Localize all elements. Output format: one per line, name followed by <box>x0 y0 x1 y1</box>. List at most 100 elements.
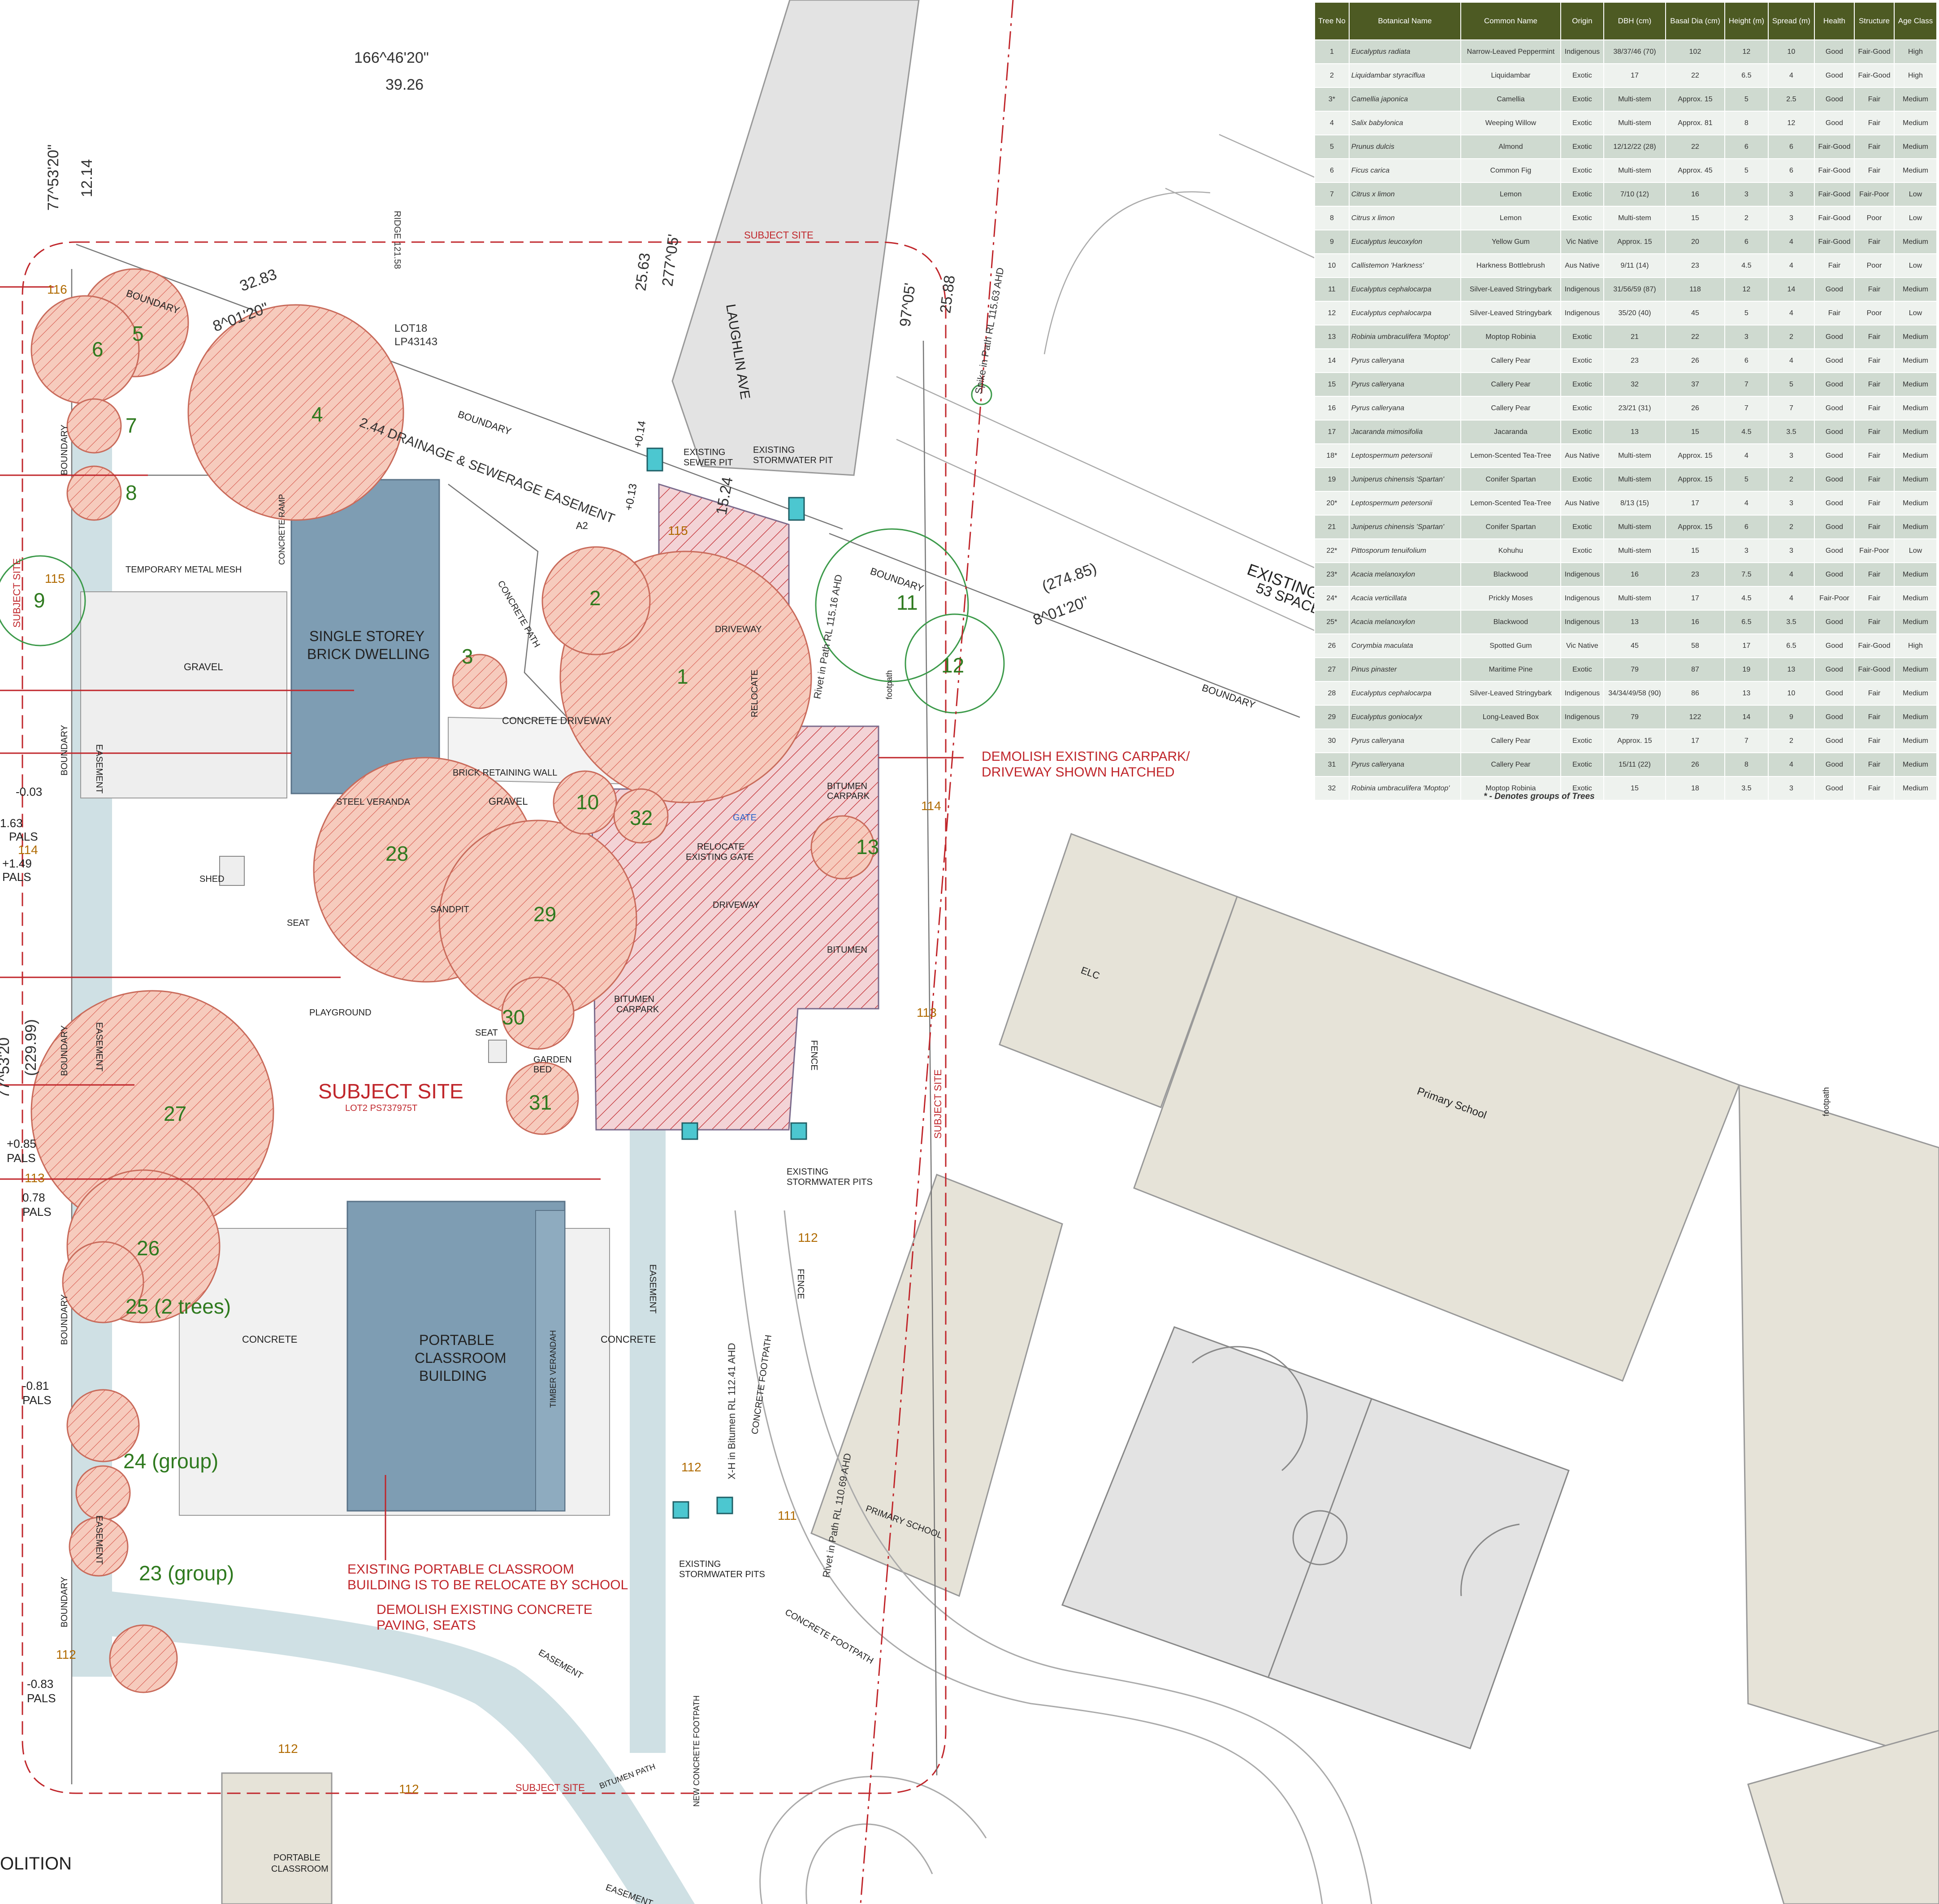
table-cell: Fair <box>1853 705 1895 729</box>
table-cell: Maritime Pine <box>1460 657 1562 682</box>
tree-table-header-cell: Structure <box>1853 2 1895 40</box>
tree-label-32: 32 <box>630 806 653 829</box>
table-cell: Medium <box>1893 158 1938 183</box>
table-cell: 6 <box>1724 348 1769 373</box>
table-cell: 3 <box>1767 206 1815 230</box>
table-cell: 3* <box>1314 87 1350 112</box>
table-cell: Low <box>1893 206 1938 230</box>
table-cell: 45 <box>1603 633 1666 658</box>
table-cell: 15 <box>1665 206 1725 230</box>
table-cell: 16 <box>1314 396 1350 421</box>
table-cell: Fair <box>1853 372 1895 397</box>
xh-label: X-H in Bitumen RL 112.41 AHD <box>726 1343 737 1479</box>
contour-112-bottom: 112 <box>278 1742 298 1756</box>
table-cell: 4 <box>1724 491 1769 516</box>
table-cell: Pyrus calleryana <box>1348 752 1461 777</box>
demolition-title-partial: OLITION <box>0 1854 72 1874</box>
table-cell: Callistemon 'Harkness' <box>1348 253 1461 278</box>
pals-013: +0.13 <box>623 483 639 512</box>
tree-label-29: 29 <box>533 902 556 926</box>
table-cell: 4 <box>1767 348 1815 373</box>
table-cell: Fair <box>1853 443 1895 468</box>
tree-label-8: 8 <box>126 481 137 504</box>
table-cell: 3 <box>1767 538 1815 563</box>
demolish-concrete-line2: PAVING, SEATS <box>377 1618 476 1633</box>
table-cell: 31/56/59 (87) <box>1603 277 1666 302</box>
tree-label-13: 13 <box>856 835 879 859</box>
survey-bearing-left2: 77^53'20 <box>0 1037 13 1098</box>
temporary-mesh-label: TEMPORARY METAL MESH <box>126 565 242 575</box>
table-cell: Almond <box>1460 134 1562 159</box>
table-cell: Approx. 15 <box>1665 515 1725 539</box>
table-cell: Salix babylonica <box>1348 111 1461 135</box>
table-cell: 2 <box>1314 63 1350 88</box>
table-cell: 6 <box>1724 134 1769 159</box>
table-cell: Good <box>1813 372 1855 397</box>
table-cell: 15 <box>1603 776 1666 801</box>
table-cell: 6.5 <box>1724 610 1769 634</box>
tree-table-header-cell: Health <box>1813 2 1855 40</box>
table-cell: Medium <box>1893 729 1938 753</box>
table-cell: Eucalyptus cephalocarpa <box>1348 681 1461 706</box>
table-cell: Good <box>1813 348 1855 373</box>
storm-pits-mid-line1: EXISTING <box>787 1167 828 1177</box>
table-cell: Fair <box>1853 729 1895 753</box>
table-cell: Multi-stem <box>1603 538 1666 563</box>
table-cell: 20 <box>1665 230 1725 254</box>
table-cell: Low <box>1893 253 1938 278</box>
table-cell: 86 <box>1665 681 1725 706</box>
demolish-note-line1: DEMOLISH EXISTING CARPARK/ <box>982 749 1190 764</box>
table-cell: Juniperus chinensis 'Spartan' <box>1348 467 1461 492</box>
red-leader-lines <box>0 286 964 1560</box>
concrete-footpath-label: CONCRETE FOOTPATH <box>750 1334 774 1435</box>
table-cell: 3 <box>1767 776 1815 801</box>
table-cell: Eucalyptus cephalocarpa <box>1348 277 1461 302</box>
table-cell: Indigenous <box>1560 39 1604 64</box>
tree-label-23: 23 (group) <box>139 1561 234 1585</box>
table-cell: Exotic <box>1560 111 1604 135</box>
table-cell: Medium <box>1893 776 1938 801</box>
table-cell: 3 <box>1724 325 1769 349</box>
single-storey-dwelling <box>290 479 440 794</box>
table-cell: Exotic <box>1560 420 1604 444</box>
boundary-left-5: BOUNDARY <box>60 1577 69 1627</box>
pals-149: +1.49 <box>2 857 32 870</box>
table-cell: Citrus x limon <box>1348 182 1461 207</box>
table-cell: 3 <box>1724 538 1769 563</box>
table-cell: Acacia melanoxylon <box>1348 562 1461 587</box>
table-cell: Robinia umbraculifera 'Moptop' <box>1348 325 1461 349</box>
subject-site-main: SUBJECT SITE <box>318 1080 463 1103</box>
table-cell: 6 <box>1767 134 1815 159</box>
tree-table-header-cell: Origin <box>1560 2 1604 40</box>
easement-left-1: EASEMENT <box>94 744 104 794</box>
table-cell: Fair-Good <box>1813 182 1855 207</box>
table-cell: Multi-stem <box>1603 443 1666 468</box>
subject-site-boundary <box>22 241 947 1794</box>
gravel-mid: GRAVEL <box>489 796 528 807</box>
table-cell: Fair-Poor <box>1853 182 1895 207</box>
tree-canopy-10 <box>553 770 617 835</box>
table-cell: Fair <box>1853 610 1895 634</box>
tree-label-2: 2 <box>589 586 601 610</box>
table-cell: Fair <box>1853 134 1895 159</box>
table-cell: Ficus carica <box>1348 158 1461 183</box>
portable-line3: BUILDING <box>419 1368 487 1384</box>
table-cell: 31 <box>1314 752 1350 777</box>
table-cell: Poor <box>1853 253 1895 278</box>
tree-label-24: 24 (group) <box>123 1449 218 1473</box>
tree-canopy-13 <box>810 815 875 880</box>
table-cell: 6 <box>1767 158 1815 183</box>
table-cell: 7 <box>1767 396 1815 421</box>
tree-canopies <box>30 268 875 1693</box>
table-cell: 4 <box>1767 301 1815 325</box>
boundary-mid: BOUNDARY <box>456 408 513 437</box>
table-cell: 34/34/49/58 (90) <box>1603 681 1666 706</box>
table-cell: Moptop Robinia <box>1460 776 1562 801</box>
contour-116: 116 <box>47 282 67 296</box>
